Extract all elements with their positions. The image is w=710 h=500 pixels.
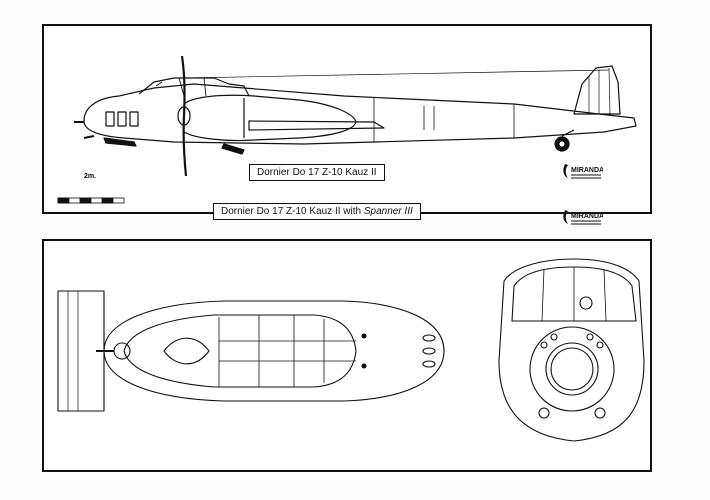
- fuselage-outline: [83, 83, 637, 145]
- gunner-blister: [163, 337, 210, 365]
- caption-bottom-main: Dornier Do 17 Z-10 Kauz II with: [221, 206, 364, 217]
- canopy-outline: [138, 77, 250, 97]
- svg-text:MIRANDA: MIRANDA: [571, 213, 603, 220]
- wing-root-plan: [57, 290, 105, 412]
- spanner-housing: [529, 326, 615, 412]
- front-gun-port: [579, 296, 593, 310]
- detail-view-panel: [42, 239, 652, 472]
- nose-top-and-front-views: [57, 258, 645, 442]
- miranda-logo: MIRANDA: [559, 206, 603, 228]
- caption-bottom: Dornier Do 17 Z-10 Kauz II with Spanner …: [213, 203, 421, 220]
- nose-plan-outline: [103, 300, 445, 402]
- wing-root: [248, 120, 385, 131]
- scale-label: 2m.: [84, 173, 97, 180]
- tail-fin: [573, 65, 621, 115]
- side-view-panel: [42, 24, 652, 214]
- front-view-outline: [498, 258, 645, 442]
- caption-bottom-italic: Spanner III: [363, 206, 413, 217]
- aircraft-side-profile: [57, 55, 637, 204]
- spanner-lens: [545, 342, 599, 396]
- caption-top: Dornier Do 17 Z-10 Kauz II: [249, 164, 385, 181]
- engine-nacelle: [183, 94, 357, 142]
- canopy-frame: [123, 314, 357, 388]
- propeller-blade: [180, 55, 188, 177]
- svg-text:MIRANDA: MIRANDA: [571, 167, 603, 174]
- rear-gun-mount: [113, 342, 131, 360]
- miranda-logo: MIRANDA: [559, 160, 603, 182]
- scale-bar: [57, 197, 125, 204]
- propeller-spinner: [177, 106, 191, 126]
- front-canopy: [511, 266, 637, 322]
